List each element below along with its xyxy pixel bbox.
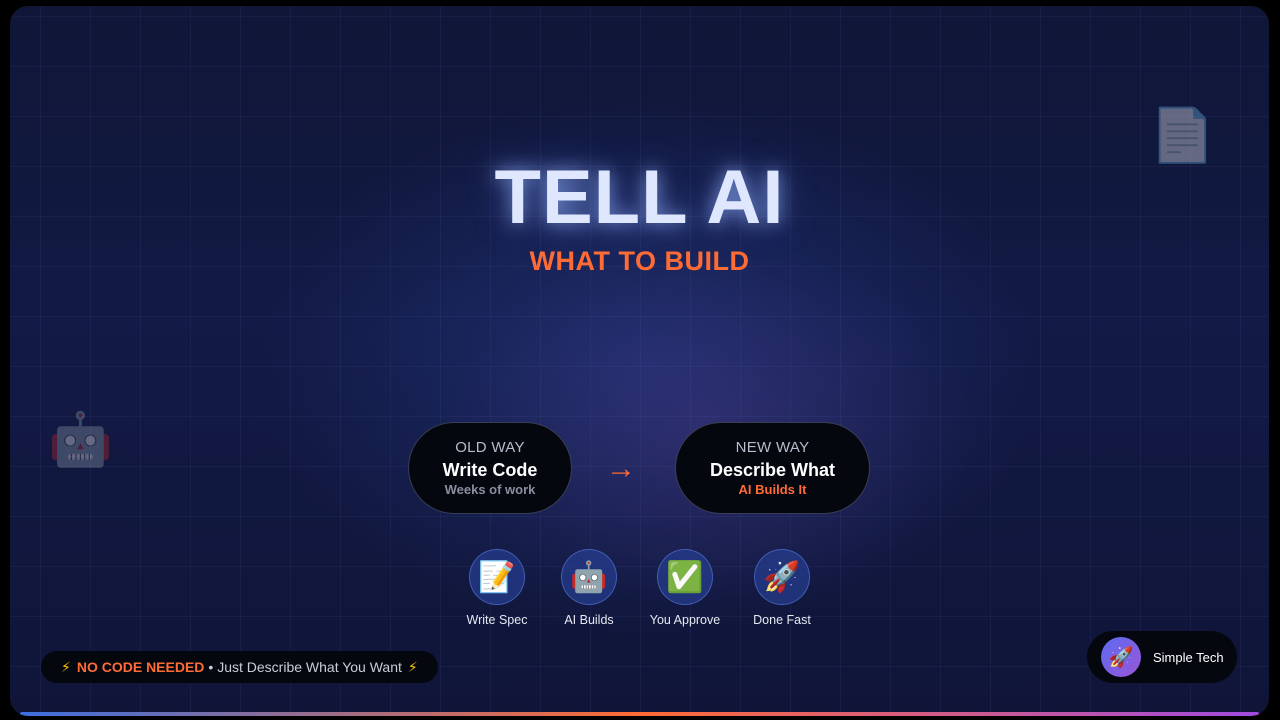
step-label: Write Spec [466, 613, 528, 627]
old-way-detail: Weeks of work [444, 482, 536, 497]
brand-badge: 🚀 Simple Tech [1087, 631, 1237, 683]
new-way-card: NEW WAY Describe What AI Builds It [675, 422, 870, 514]
brand-name: Simple Tech [1153, 649, 1224, 665]
arrow-right-icon: → [606, 452, 636, 485]
robot-icon: 🤖 [48, 411, 113, 469]
rocket-logo-icon: 🚀 [1101, 637, 1141, 677]
step-label: You Approve [649, 613, 721, 627]
check-mark-icon: ✅ [657, 549, 713, 605]
slide-frame: 📄 🤖 TELL AI WHAT TO BUILD OLD WAY Write … [10, 6, 1269, 716]
bottom-banner: ⚡ NO CODE NEEDED • Just Describe What Yo… [41, 651, 438, 683]
step-write-spec: 📝 Write Spec [452, 549, 542, 627]
step-ai-builds: 🤖 AI Builds [544, 549, 634, 627]
rocket-icon: 🚀 [754, 549, 810, 605]
step-done-fast: 🚀 Done Fast [737, 549, 827, 627]
page-title: TELL AI [494, 155, 785, 240]
new-way-tag: NEW WAY [735, 439, 810, 456]
background-grid [10, 6, 1269, 716]
gradient-progress-bar [20, 712, 1259, 716]
old-way-title: Write Code [442, 460, 538, 480]
lightning-icon: ⚡ [61, 658, 71, 675]
step-label: AI Builds [564, 613, 614, 627]
step-label: Done Fast [753, 613, 811, 627]
step-you-approve: ✅ You Approve [640, 549, 730, 627]
lightning-icon: ⚡ [407, 658, 418, 675]
page-subtitle: WHAT TO BUILD [529, 246, 750, 276]
banner-text: • Just Describe What You Want [208, 659, 402, 675]
robot-icon: 🤖 [561, 549, 617, 605]
memo-icon: 📝 [469, 549, 525, 605]
old-way-card: OLD WAY Write Code Weeks of work [408, 422, 572, 514]
new-way-detail: AI Builds It [738, 482, 807, 497]
old-way-tag: OLD WAY [455, 439, 525, 456]
document-icon: 📄 [1150, 107, 1215, 165]
new-way-title: Describe What [709, 460, 836, 480]
banner-highlight: NO CODE NEEDED [76, 659, 205, 675]
